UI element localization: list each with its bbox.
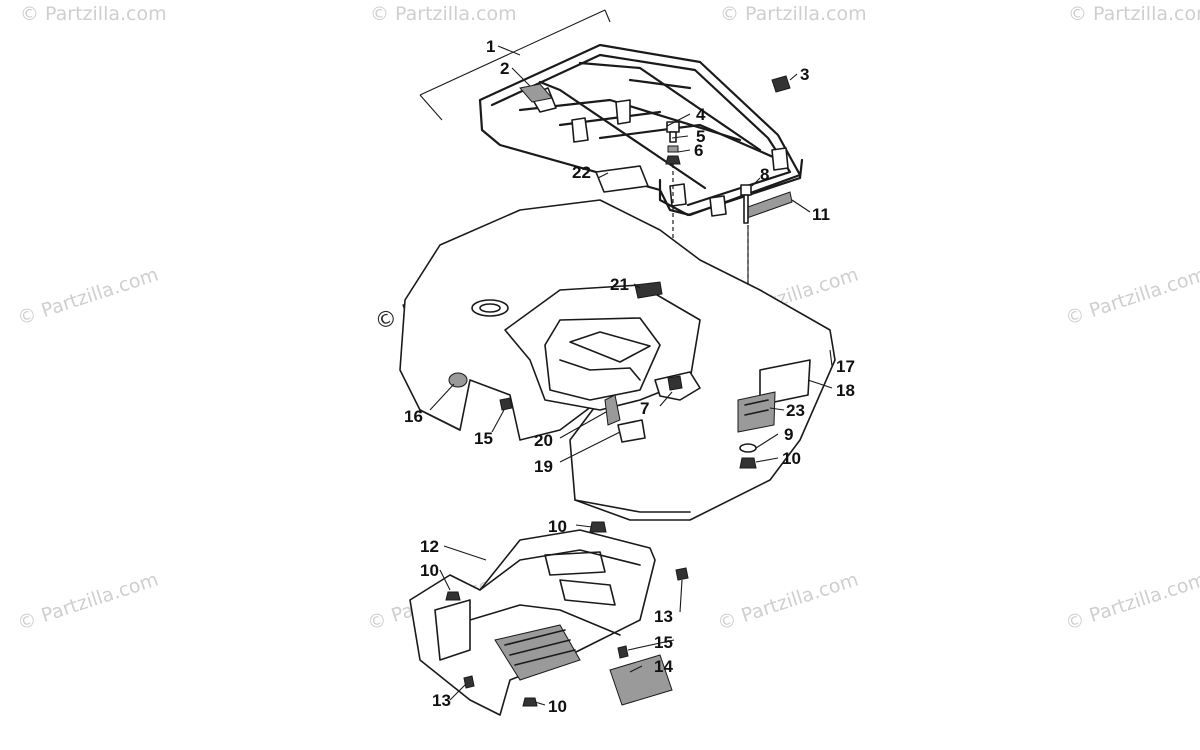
watermark-text: © Partzilla.com xyxy=(715,569,861,635)
callout-7: 7 xyxy=(640,399,649,418)
callout-10: 10 xyxy=(420,561,439,580)
washer-9 xyxy=(739,443,757,453)
callout-10: 10 xyxy=(548,697,567,716)
callout-10: 10 xyxy=(782,449,801,468)
callout-4: 4 xyxy=(696,105,706,124)
callout-9: 9 xyxy=(784,425,793,444)
screw-13-left xyxy=(463,675,475,689)
callout-group: 1 2 3 4 5 6 8 11 22 21 7 17 18 23 9 10 2… xyxy=(404,37,855,716)
watermark-text: © Partzilla.com xyxy=(15,264,161,330)
watermark-text: © Partzilla.com xyxy=(20,3,167,25)
screw-13 xyxy=(675,567,689,581)
nut-10-bottom xyxy=(522,697,538,707)
watermark-text: © Partzilla.com xyxy=(1068,3,1200,25)
callout-19: 19 xyxy=(534,457,553,476)
watermark-text: © Partzilla.com xyxy=(720,3,867,25)
callout-10: 10 xyxy=(548,517,567,536)
rear-rack xyxy=(478,43,804,219)
callout-22: 22 xyxy=(572,163,591,182)
callout-18: 18 xyxy=(836,381,855,400)
callout-15: 15 xyxy=(654,633,673,652)
nut-10-upper xyxy=(589,521,607,533)
callout-21: 21 xyxy=(610,275,629,294)
rear-fender xyxy=(399,199,836,521)
clip-part xyxy=(771,75,791,93)
screw-15 xyxy=(499,397,513,411)
callout-16: 16 xyxy=(404,407,423,426)
nut-10-left xyxy=(445,591,461,601)
watermark-text: © Partzilla.com xyxy=(370,3,517,25)
screw-15-lower xyxy=(617,645,629,659)
callout-14: 14 xyxy=(654,657,673,676)
callout-6: 6 xyxy=(694,141,703,160)
leader-lines xyxy=(429,45,833,706)
step-plate-14 xyxy=(609,654,673,706)
bolt-stack xyxy=(665,121,681,165)
callout-12: 12 xyxy=(420,537,439,556)
decal-22 xyxy=(595,165,649,193)
watermark-text: © Partzilla.com xyxy=(15,569,161,635)
callout-20: 20 xyxy=(534,431,553,450)
callout-5: 5 xyxy=(696,127,705,146)
nut-10 xyxy=(739,457,757,469)
callout-17: 17 xyxy=(836,357,855,376)
callout-2: 2 xyxy=(500,59,509,78)
callout-13: 13 xyxy=(654,607,673,626)
callout-8: 8 xyxy=(760,165,769,184)
footwell xyxy=(409,529,656,716)
callout-11: 11 xyxy=(812,205,830,224)
watermark-text: © Partzilla.com xyxy=(1063,264,1200,330)
callout-1: 1 xyxy=(486,37,495,56)
callout-23: 23 xyxy=(786,401,805,420)
bolt-8 xyxy=(740,184,752,224)
callout-3: 3 xyxy=(800,65,809,84)
watermark-text: © Partzilla.com xyxy=(1063,569,1200,635)
callout-13: 13 xyxy=(432,691,451,710)
callout-15: 15 xyxy=(474,429,493,448)
